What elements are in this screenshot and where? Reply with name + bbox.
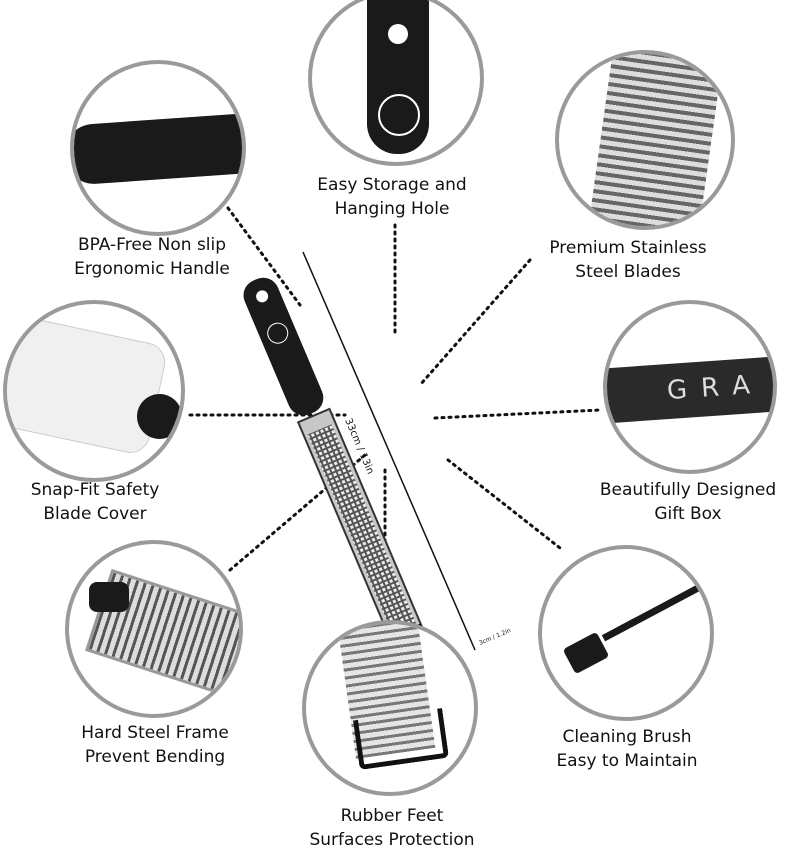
width-label: 3cm / 1.2in [478, 627, 512, 647]
grater-handle [243, 277, 324, 416]
connector-handle [226, 206, 302, 307]
brand-logo-icon [378, 94, 420, 136]
length-dimension-line [302, 251, 476, 651]
brand-logo [267, 322, 289, 344]
circle-handle [70, 60, 246, 236]
frame-handle-icon [89, 582, 129, 612]
circle-feet [302, 620, 478, 796]
circle-giftbox: GRA [603, 300, 777, 474]
connector-blades [418, 258, 532, 387]
hanging-hole [256, 290, 269, 303]
cover-image [7, 313, 169, 457]
circle-cover [3, 300, 185, 482]
connector-brush [446, 458, 562, 550]
circle-frame [65, 540, 243, 718]
gift-box-text: GRA [665, 369, 765, 407]
circle-blades [555, 50, 735, 230]
connector-giftbox [433, 408, 602, 420]
blade-image [584, 54, 724, 226]
cover-clip-icon [137, 394, 181, 439]
handle-image [74, 112, 242, 186]
circle-brush [538, 545, 714, 721]
circle-storage [308, 0, 484, 166]
gift-box-image: GRA [607, 355, 773, 424]
hanging-hole-icon [388, 24, 408, 44]
brush-handle-image [601, 583, 703, 642]
